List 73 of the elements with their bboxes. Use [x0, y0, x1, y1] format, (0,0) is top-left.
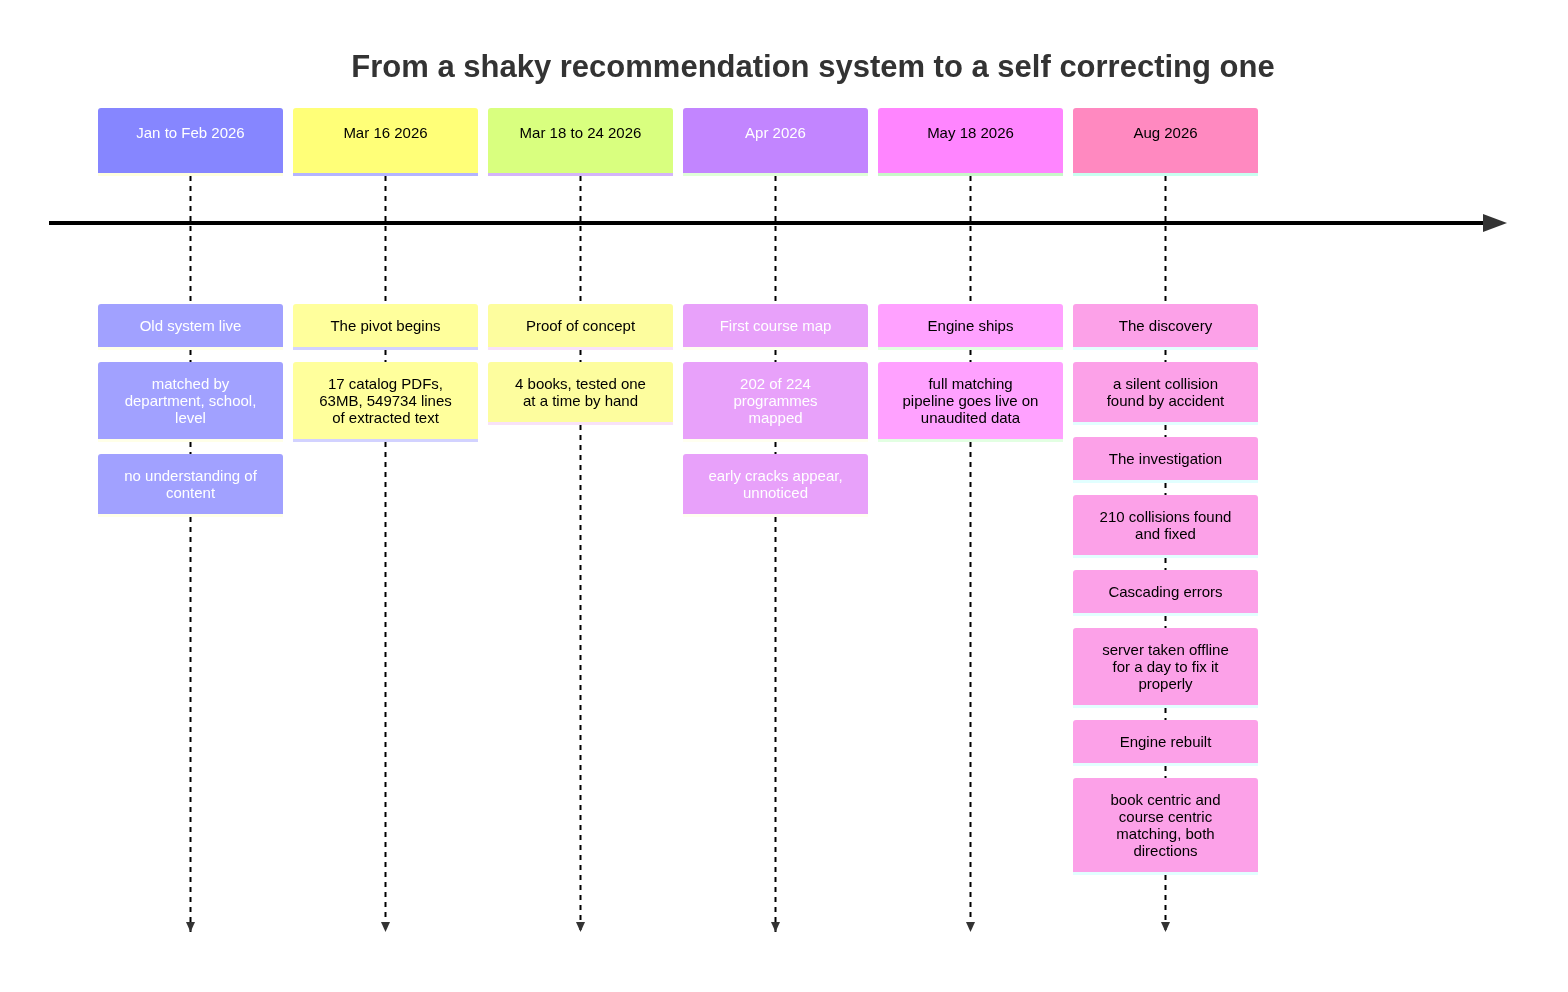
dashed-arrow	[1161, 874, 1170, 933]
event-text: book centric and course centric matching, both directions	[1109, 791, 1222, 859]
event-box	[878, 304, 1063, 350]
dashed-arrow	[186, 516, 195, 933]
event-text: 202 of 224 programmes mapped	[732, 375, 819, 426]
event-box	[1073, 778, 1258, 875]
event-box	[683, 304, 868, 350]
event-text: Cascading errors	[1108, 583, 1223, 600]
dashed-connector	[1164, 707, 1167, 721]
period-label: Apr 2026	[745, 124, 806, 141]
period-label: Mar 16 2026	[343, 124, 428, 141]
event-text: 210 collisions found and fixed	[1098, 508, 1233, 542]
event-box	[98, 454, 283, 517]
event-box	[1073, 495, 1258, 558]
dashed-connector	[774, 349, 777, 363]
event-box	[1073, 437, 1258, 483]
event-text: no understanding of content	[123, 467, 258, 501]
event-box	[683, 362, 868, 442]
event-text: server taken offline for a day to fix it properly	[1101, 641, 1230, 692]
event-box	[878, 362, 1063, 442]
period-box	[488, 108, 673, 176]
period-label: Aug 2026	[1133, 124, 1198, 141]
event-text: Engine rebuilt	[1119, 733, 1212, 750]
period-box	[683, 108, 868, 176]
event-text: Proof of concept	[525, 317, 636, 334]
event-box	[1073, 628, 1258, 708]
event-box	[683, 454, 868, 517]
period-box	[98, 108, 283, 176]
event-text: matched by department, school, level	[123, 375, 258, 426]
diagram-title: From a shaky recommendation system to a self correcting one	[351, 48, 1275, 85]
period-box	[878, 108, 1063, 176]
event-text: 4 books, tested one at a time by hand	[514, 375, 647, 409]
event-box	[98, 304, 283, 350]
event-text: Old system live	[139, 317, 242, 334]
event-text: First course map	[719, 317, 832, 334]
dashed-arrow	[966, 441, 975, 933]
dashed-connector	[1164, 765, 1167, 779]
event-box	[1073, 304, 1258, 350]
dashed-connector	[1164, 349, 1167, 363]
dashed-connector	[1164, 482, 1167, 496]
event-box	[1073, 720, 1258, 766]
event-text: The discovery	[1118, 317, 1213, 334]
dashed-arrow	[771, 516, 780, 933]
period-label: Mar 18 to 24 2026	[519, 124, 642, 141]
event-text: Engine ships	[927, 317, 1014, 334]
period-label: Jan to Feb 2026	[136, 124, 245, 141]
dashed-arrow	[576, 424, 585, 933]
event-box	[488, 362, 673, 425]
event-text: 17 catalog PDFs, 63MB, 549734 lines of extracted text	[318, 375, 453, 426]
event-text: full matching pipeline goes live on unaudited data	[901, 375, 1040, 426]
dashed-connector	[579, 349, 582, 363]
dashed-arrow	[381, 441, 390, 933]
period-box	[1073, 108, 1258, 176]
event-text: The pivot begins	[330, 317, 441, 334]
dashed-connector	[189, 441, 192, 455]
event-box	[98, 362, 283, 442]
event-box	[293, 304, 478, 350]
period-label: May 18 2026	[927, 124, 1014, 141]
dashed-connector	[969, 349, 972, 363]
dashed-connector	[1164, 615, 1167, 629]
event-box	[1073, 570, 1258, 616]
period-box	[293, 108, 478, 176]
dashed-connector	[189, 349, 192, 363]
event-box	[1073, 362, 1258, 425]
event-text: a silent collision found by accident	[1105, 375, 1226, 409]
event-box	[488, 304, 673, 350]
dashed-connector	[1164, 557, 1167, 571]
event-text: The investigation	[1108, 450, 1223, 467]
event-box	[293, 362, 478, 442]
event-text: early cracks appear, unnoticed	[707, 467, 844, 501]
dashed-connector	[774, 441, 777, 455]
dashed-connector	[1164, 424, 1167, 438]
dashed-connector	[384, 349, 387, 363]
